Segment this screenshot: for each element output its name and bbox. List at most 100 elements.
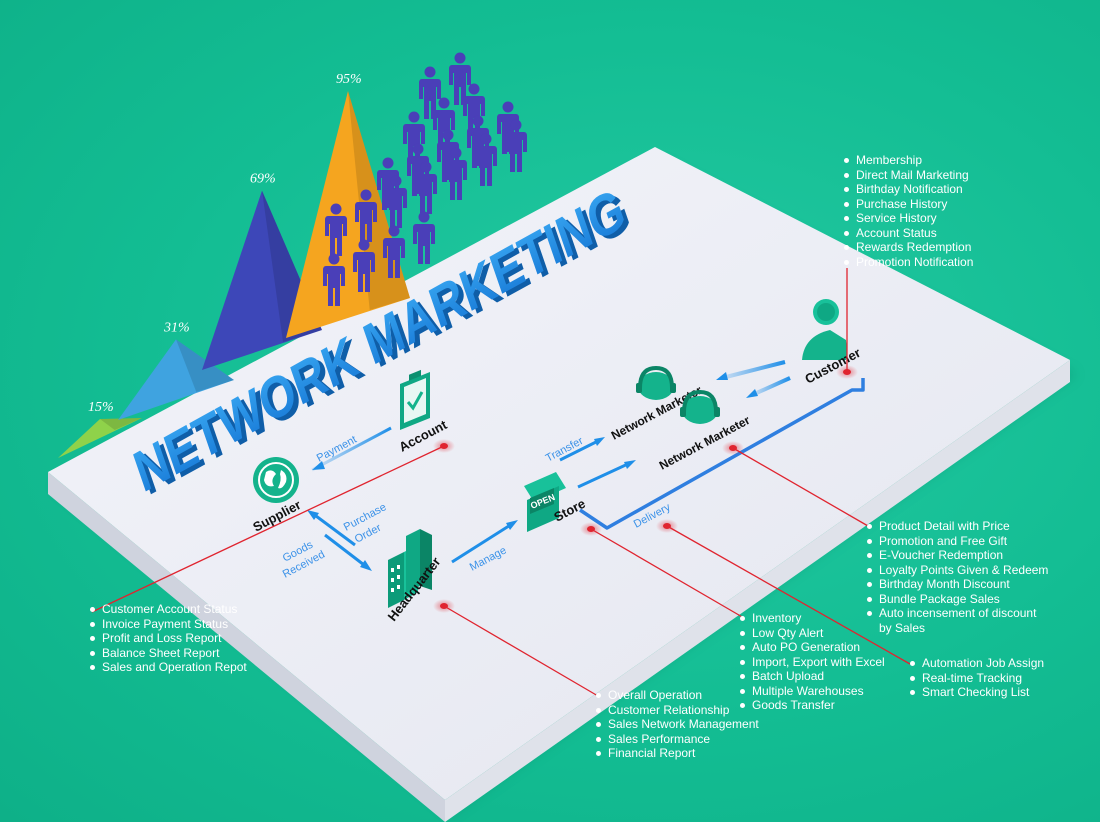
leader-headquarter	[443, 605, 599, 697]
list-item-text: Goods Transfer	[752, 698, 835, 712]
store-node: OPEN Store	[524, 472, 588, 532]
list-item: Product Detail with Price	[865, 519, 1048, 534]
peak-value-label: 31%	[163, 320, 190, 335]
list-item: Sales Performance	[594, 732, 759, 747]
list-item-text: Balance Sheet Report	[102, 645, 220, 660]
flow-arrows	[307, 360, 865, 571]
list-item-text: Sales Performance	[608, 731, 711, 746]
headquarter-node: Headquarter	[385, 529, 444, 624]
list-item: Membership	[842, 153, 973, 168]
list-item-text: Financial Report	[608, 746, 696, 760]
list-item: Invoice Payment Status	[88, 617, 247, 632]
list-item-text: Low Qty Alert	[752, 625, 824, 640]
list-item: Promotion and Free Gift	[865, 534, 1048, 549]
list-item: Promotion Notification	[842, 255, 973, 270]
list-item-text: Real-time Tracking	[922, 670, 1023, 685]
list-item-text: Customer Account Status	[102, 602, 238, 616]
list-item-text: Customer Relationship	[608, 702, 730, 717]
list-item-text: Purchase History	[856, 196, 948, 211]
peak-2	[118, 339, 234, 420]
list-item-text: Direct Mail Marketing	[856, 167, 969, 182]
list-item: Profit and Loss Report	[88, 631, 247, 646]
list-item-text: Promotion and Free Gift	[879, 533, 1008, 548]
location-dot-icon	[663, 523, 671, 529]
list-item-text: Batch Upload	[752, 669, 825, 683]
list-item-text: Membership	[856, 153, 923, 167]
list-item-text: Multiple Warehouses	[752, 683, 864, 698]
list-item: Customer Account Status	[88, 602, 247, 617]
list-item-text: Birthday Month Discount	[879, 577, 1010, 591]
list-item: Multiple Warehouses	[738, 684, 885, 699]
list-item: Account Status	[842, 226, 973, 241]
headset-icon	[680, 389, 720, 424]
list-item-text: Sales Network Management	[608, 717, 759, 731]
list-item: Auto PO Generation	[738, 640, 885, 655]
arrow-head-customer-1	[716, 372, 728, 380]
list-item-text: Automation Job Assign	[922, 656, 1045, 670]
list-item: Rewards Redemption	[842, 240, 973, 255]
leader-lines	[91, 268, 911, 697]
arrow-account-to-supplier	[311, 426, 392, 472]
list-item-text: Loyalty Points Given & Redeem	[879, 562, 1049, 577]
arrow-head-customer-2	[746, 389, 758, 398]
list-item-text: Promotion Notification	[856, 254, 974, 269]
headset-icon	[636, 365, 676, 400]
arrow-head-marketer-2	[624, 460, 636, 469]
list-item: Batch Upload	[738, 669, 885, 684]
list-item: Direct Mail Marketing	[842, 168, 973, 183]
peak-value-label: 69%	[250, 172, 276, 187]
delivery-route	[579, 378, 865, 530]
list-item: Import, Export with Excel	[738, 655, 885, 670]
arrow-head-payment	[312, 461, 325, 470]
list-item: Loyalty Points Given & Redeem	[865, 563, 1048, 578]
arrow-customer-to-marketer-1	[721, 360, 786, 380]
leader-network-marketer	[732, 447, 869, 527]
arrow-supplier-to-headquarter	[324, 533, 369, 570]
arrow-customer-to-marketer-2	[751, 376, 791, 397]
globe-icon	[253, 457, 299, 503]
list-item-text: Auto PO Generation	[752, 640, 861, 654]
markers	[433, 365, 858, 613]
list-item-text: Product Detail with Price	[879, 519, 1010, 533]
peak-shade-1	[100, 418, 142, 430]
list-item-text: Overall Operation	[608, 688, 703, 702]
arrow-head-transfer	[594, 437, 605, 446]
list-item: Sales and Operation Repot	[88, 660, 247, 675]
list-item-text: Import, Export with Excel	[752, 654, 885, 669]
list-item-text: Rewards Redemption	[856, 240, 972, 254]
list-item: Low Qty Alert	[738, 626, 885, 641]
list-item: Real-time Tracking	[908, 671, 1044, 686]
list-item-text: by Sales	[879, 620, 926, 635]
list-item: Sales Network Management	[594, 717, 759, 732]
person-icon	[802, 299, 847, 360]
leader-store	[590, 528, 745, 619]
peak-value-label: 95%	[336, 72, 362, 87]
leader-delivery	[666, 525, 911, 665]
list-item-text: E-Voucher Redemption	[879, 548, 1004, 562]
peak-1	[58, 418, 142, 458]
location-dot-icon	[440, 603, 448, 609]
list-item-text: Birthday Notification	[856, 182, 963, 196]
arrow-store-to-marketer-1	[559, 438, 601, 462]
list-item-text: Sales and Operation Repot	[102, 660, 247, 674]
list-item: Goods Transfer	[738, 698, 885, 713]
location-dot-icon	[729, 445, 737, 451]
arrow-headquarter-to-store	[451, 522, 513, 564]
list-item: Birthday Month Discount	[865, 577, 1048, 592]
list-item: Bundle Package Sales	[865, 592, 1048, 607]
list-item: Financial Report	[594, 746, 759, 761]
list-item: Smart Checking List	[908, 685, 1044, 700]
list-item: Overall Operation	[594, 688, 759, 703]
list-item-text: Profit and Loss Report	[102, 631, 222, 645]
list-item-text: Account Status	[856, 225, 937, 240]
list-item: Service History	[842, 211, 973, 226]
building-icon	[388, 529, 432, 608]
list-item: Customer Relationship	[594, 703, 759, 718]
